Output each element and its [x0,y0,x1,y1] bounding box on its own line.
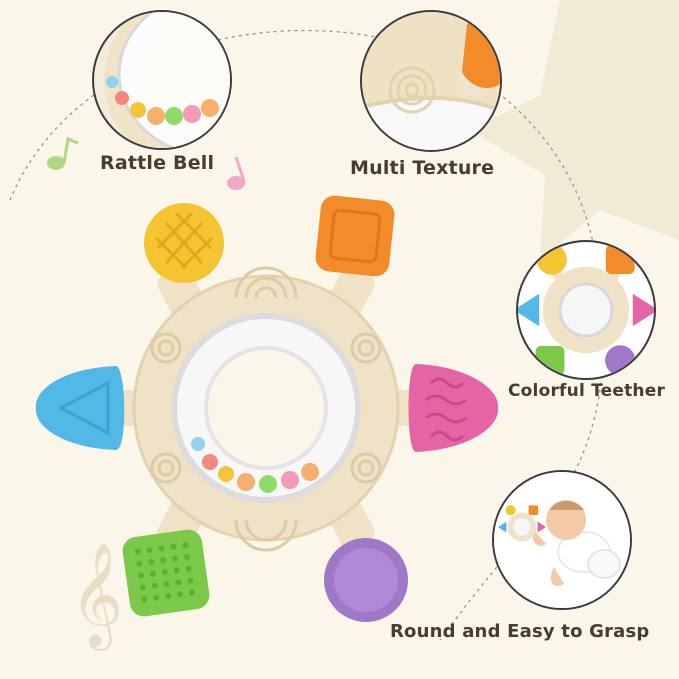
rattle-bead [218,466,234,482]
rattle-bead [183,105,201,123]
rattle-bead [130,102,146,118]
rattle-bead [106,76,118,88]
background-star-shape [470,0,679,260]
rattle-bead [165,107,183,125]
label-rattle-bell: Rattle Bell [100,152,215,174]
rattle-bead [259,475,277,493]
rattle-bead [191,437,205,451]
label-multi-texture: Multi Texture [350,157,495,179]
multi-texture-closeup [360,10,502,152]
label-round-grasp: Round and Easy to Grasp [390,621,650,642]
blue-teether-piece [35,366,125,450]
baby-photo-image [494,472,630,608]
texture-closeup-image [362,12,500,150]
colorful-teether-thumbnail [516,240,656,380]
treble-clef-icon: 𝄞 [70,542,123,651]
rattle-bead [202,454,218,470]
baby-grasp-photo [492,470,632,610]
rattle-bead [301,463,319,481]
rattle-bead [237,473,255,491]
main-teether [35,195,499,622]
rattle-bell-closeup [92,10,232,150]
music-note-pink-icon [227,156,246,190]
music-note-green-icon [47,136,79,170]
rattle-bead [201,99,219,117]
rattle-bead [115,91,129,105]
yellow-teether-piece [144,203,224,283]
rattle-bead [281,471,299,489]
rattle-bead [147,107,165,125]
rattle-closeup-image [104,12,230,148]
orange-teether-piece [315,195,395,277]
pink-teether-piece [408,364,499,452]
teether-thumbnail-image [518,244,654,376]
purple-teether-piece [324,538,408,622]
green-teether-piece [122,529,210,617]
label-colorful-teether: Colorful Teether [508,381,666,401]
